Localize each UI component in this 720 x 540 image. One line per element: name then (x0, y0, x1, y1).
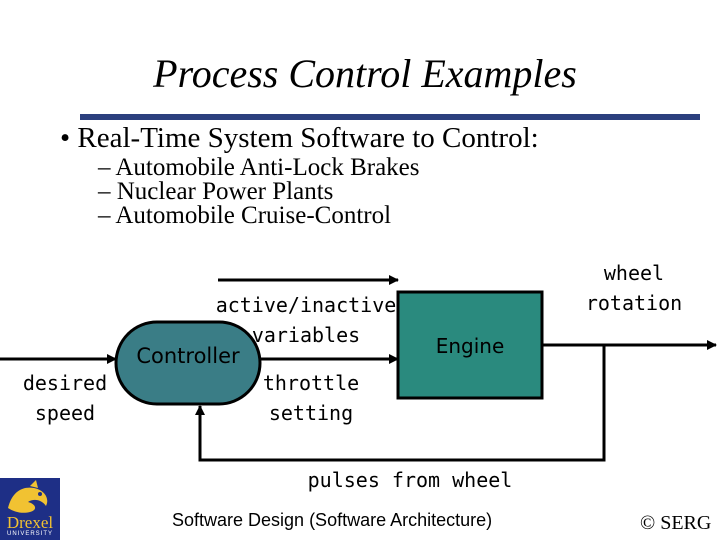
logo-text: Drexel (6, 513, 54, 532)
dragon-icon (8, 480, 48, 513)
controller-node (114, 320, 262, 406)
subitem-anti-lock-brakes: – Automobile Anti-Lock Brakes (98, 154, 420, 181)
engine-node (396, 290, 544, 400)
logo-subtext: UNIVERSITY (6, 531, 53, 537)
desired-speed-label: desired speed (22, 371, 108, 425)
drexel-logo (0, 478, 60, 540)
subitem-nuclear-power: – Nuclear Power Plants (98, 178, 334, 205)
active-inactive-label: active/inactive variables (215, 293, 397, 347)
feedback-loop-arrow (195, 345, 606, 462)
slide-title: Process Control Examples (153, 51, 577, 96)
engine-label: Engine (435, 334, 505, 358)
title-underline (80, 114, 700, 120)
bullet-main: • Real-Time System Software to Control: (60, 122, 539, 154)
wheel-rotation-label: wheel rotation (585, 261, 683, 315)
subitem-cruise-control: – Automobile Cruise-Control (98, 202, 392, 229)
pulses-label: pulses from wheel (307, 468, 513, 492)
controller-label: Controller (136, 344, 240, 368)
course-footer: Software Design (Software Architecture) (172, 510, 493, 530)
copyright: © SERG (640, 512, 712, 534)
throttle-label: throttle setting (262, 371, 360, 425)
